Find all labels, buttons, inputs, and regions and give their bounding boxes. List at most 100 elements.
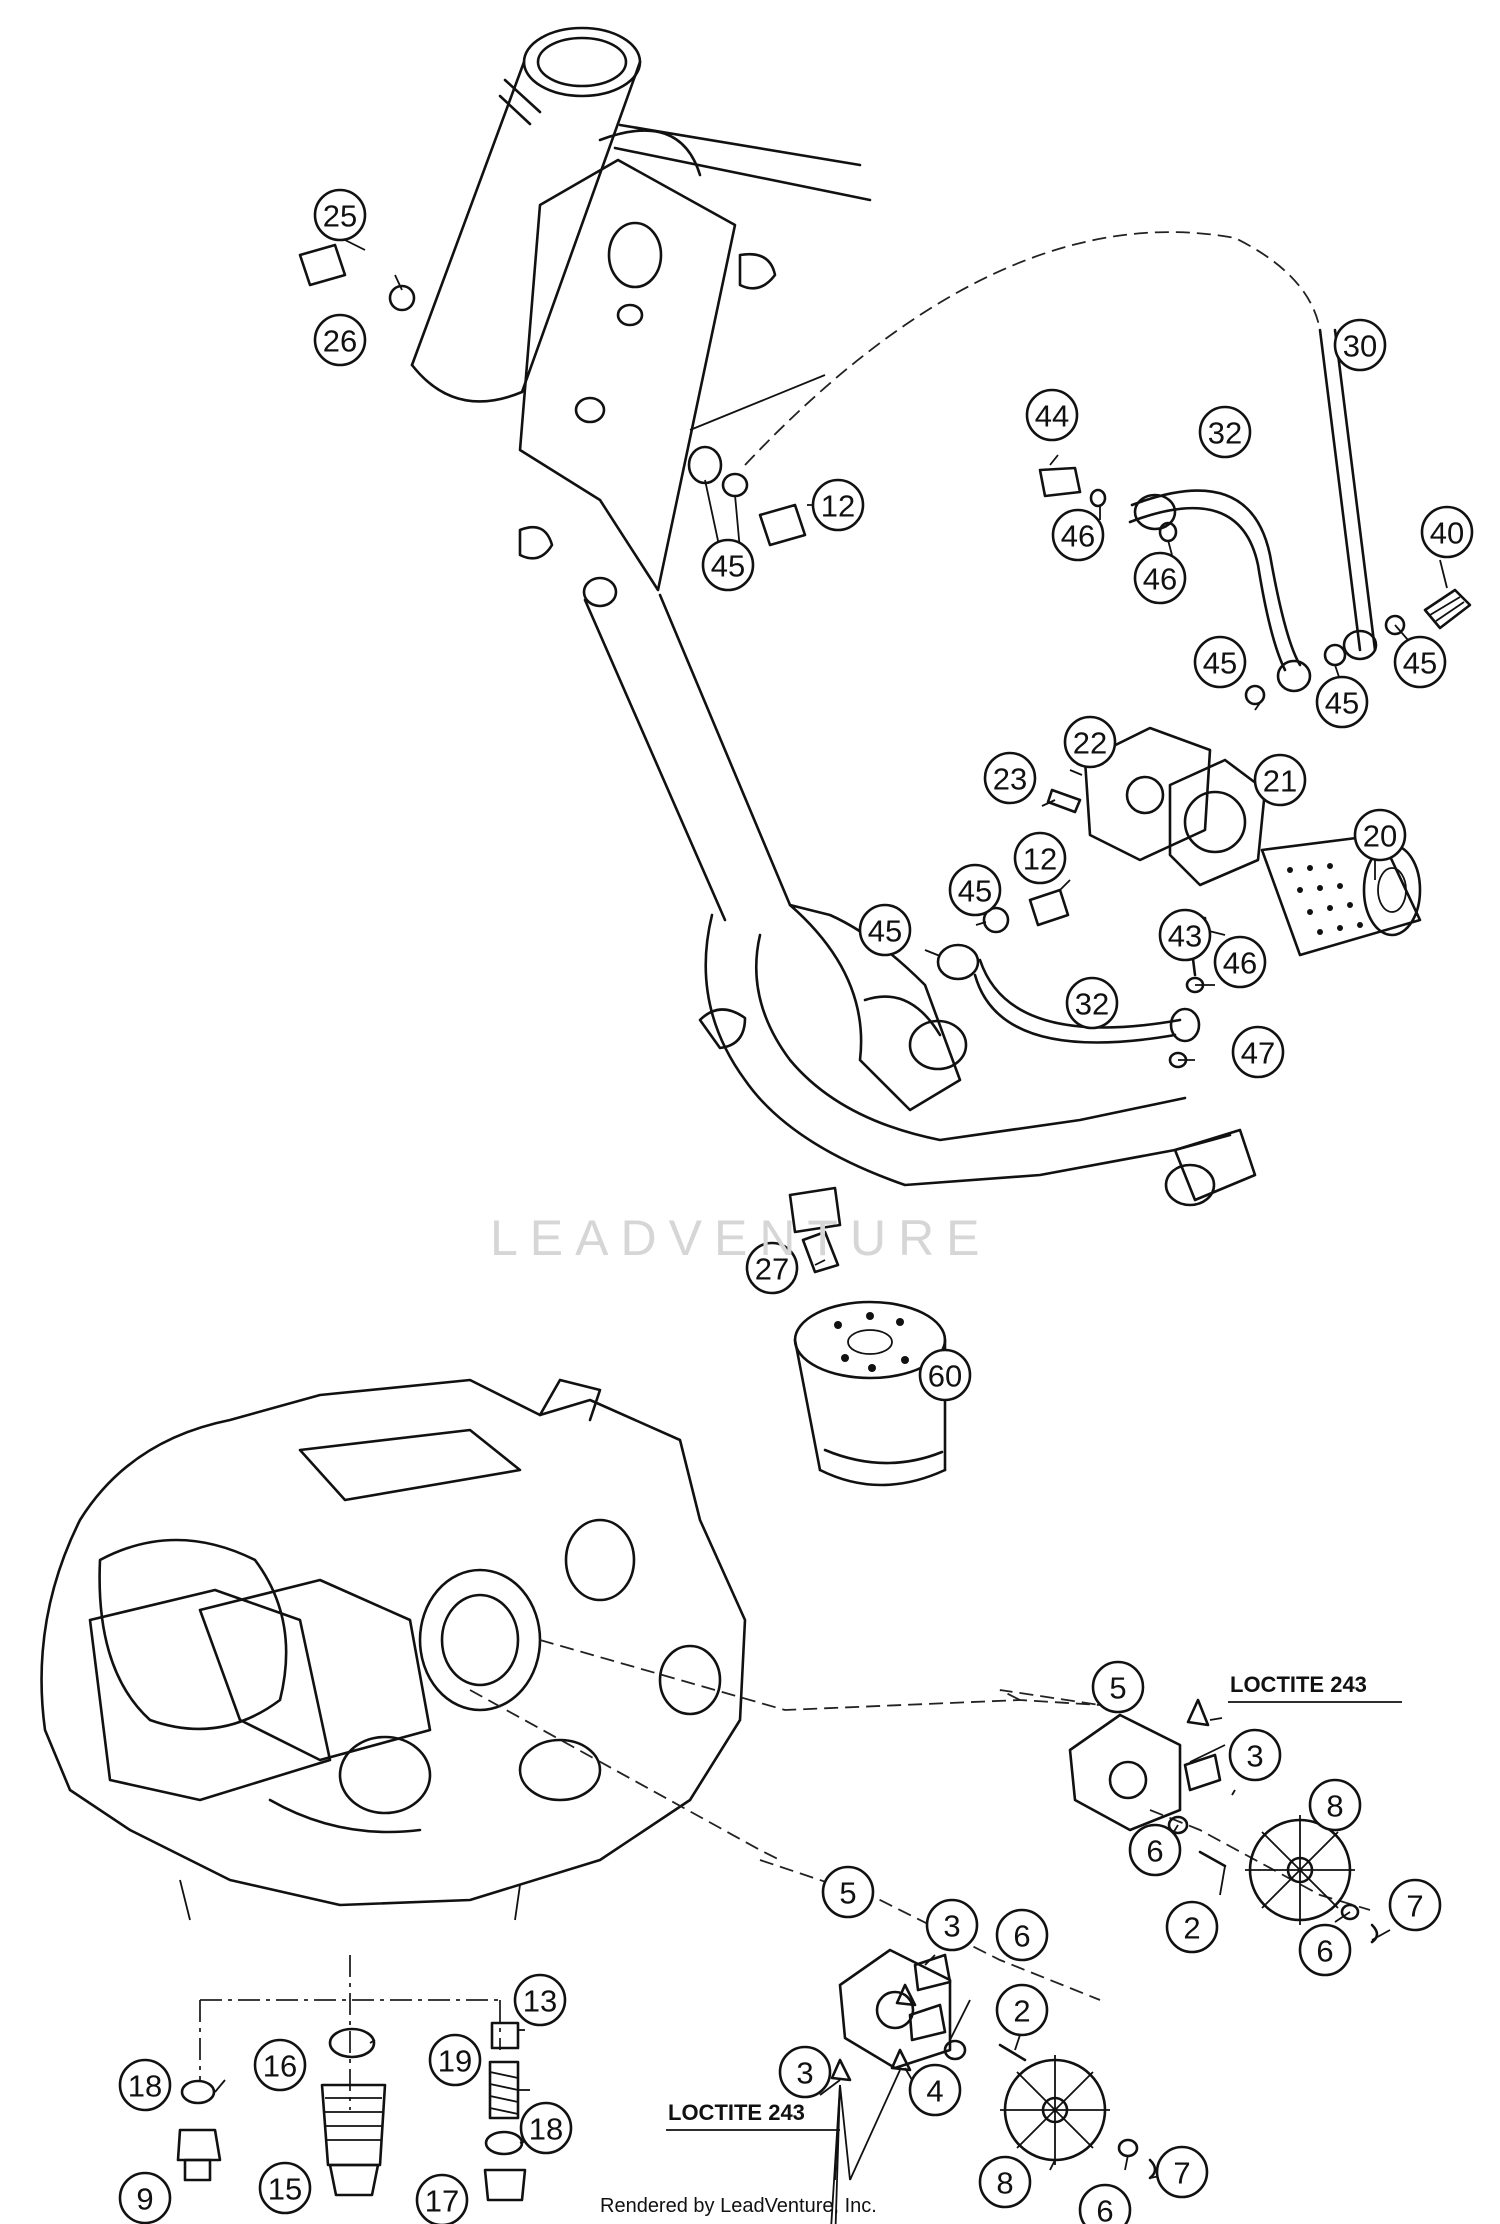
callout-number: 46 — [1223, 946, 1257, 981]
callout-circle — [978, 2155, 1032, 2209]
callout-circle — [701, 538, 755, 592]
callout-circle — [811, 478, 865, 532]
callout-3: 3 — [925, 1898, 979, 1952]
callout-number: 32 — [1208, 416, 1242, 451]
callout-circle — [821, 1865, 875, 1919]
callout-circle — [1315, 675, 1369, 729]
callout-number: 32 — [1075, 987, 1109, 1022]
callout-number: 44 — [1035, 399, 1069, 434]
callout-circle — [983, 751, 1037, 805]
callout-18: 18 — [118, 2058, 172, 2112]
callout-number: 45 — [711, 549, 745, 584]
callout-26: 26 — [313, 313, 367, 367]
line-30-path — [744, 231, 1321, 466]
callout-circle — [1063, 715, 1117, 769]
callout-circle — [1158, 908, 1212, 962]
callout-circle — [1091, 1660, 1145, 1714]
callout-18: 18 — [519, 2101, 573, 2155]
callout-circle — [1198, 405, 1252, 459]
callout-number: 20 — [1363, 819, 1397, 854]
callout-circle — [1298, 1923, 1352, 1977]
callout-number: 3 — [943, 1909, 960, 1944]
callout-number: 60 — [928, 1359, 962, 1394]
upper-right-parts — [298, 243, 1472, 1274]
callout-9: 9 — [118, 2171, 172, 2224]
callout-number: 7 — [1406, 1889, 1423, 1924]
callout-circle — [1051, 508, 1105, 562]
callout-circle — [1333, 318, 1387, 372]
callout-3: 3 — [1228, 1728, 1282, 1782]
callout-number: 5 — [1109, 1671, 1126, 1706]
callout-number: 30 — [1343, 329, 1377, 364]
callout-6: 6 — [1298, 1923, 1352, 1977]
callout-circle — [1231, 1025, 1285, 1079]
callout-circle — [745, 1241, 799, 1295]
callout-17: 17 — [415, 2173, 469, 2224]
callout-number: 17 — [425, 2184, 459, 2219]
callout-circle — [908, 2063, 962, 2117]
callout-number: 12 — [821, 489, 855, 524]
callout-circle — [253, 2038, 307, 2092]
callout-number: 18 — [128, 2069, 162, 2104]
callout-2: 2 — [995, 1983, 1049, 2037]
callout-45: 45 — [948, 863, 1002, 917]
watermark: LEADVENTURE — [490, 1210, 992, 1266]
callout-number: 6 — [1013, 1919, 1030, 1954]
callout-7: 7 — [1388, 1878, 1442, 1932]
callout-45: 45 — [1315, 675, 1369, 729]
callout-number: 46 — [1061, 519, 1095, 554]
callout-13: 13 — [513, 1973, 567, 2027]
callout-circle — [995, 1983, 1049, 2037]
callout-12: 12 — [811, 478, 865, 532]
callout-circle — [513, 1973, 567, 2027]
callout-circle — [1213, 935, 1267, 989]
oil-pumps — [830, 1698, 1379, 2180]
callout-number: 18 — [529, 2112, 563, 2147]
callout-5: 5 — [1091, 1660, 1145, 1714]
callout-circle — [1353, 808, 1407, 862]
callout-circle — [1128, 1823, 1182, 1877]
callout-circle — [1193, 635, 1247, 689]
callout-circle — [918, 1348, 972, 1402]
callout-number: 13 — [523, 1984, 557, 2019]
callout-circle — [1253, 753, 1307, 807]
callout-20: 20 — [1353, 808, 1407, 862]
callout-number: 47 — [1241, 1036, 1275, 1071]
callout-circle — [258, 2161, 312, 2215]
callout-30: 30 — [1333, 318, 1387, 372]
render-credit: Rendered by LeadVenture, Inc. — [600, 2195, 877, 2217]
callout-circle — [1420, 505, 1474, 559]
callout-16: 16 — [253, 2038, 307, 2092]
callout-7: 7 — [1155, 2145, 1209, 2199]
callout-45: 45 — [858, 903, 912, 957]
callout-number: 16 — [263, 2049, 297, 2084]
callout-number: 46 — [1143, 562, 1177, 597]
callout-number: 8 — [996, 2166, 1013, 2201]
callout-21: 21 — [1253, 753, 1307, 807]
callout-circle — [778, 2045, 832, 2099]
callout-number: 15 — [268, 2172, 302, 2207]
callout-32: 32 — [1065, 976, 1119, 1030]
callout-circle — [1155, 2145, 1209, 2199]
callout-circle — [948, 863, 1002, 917]
callout-25: 25 — [313, 188, 367, 242]
callout-6: 6 — [1078, 2183, 1132, 2224]
callout-19: 19 — [428, 2033, 482, 2087]
callout-number: 45 — [1203, 646, 1237, 681]
callout-number: 6 — [1096, 2194, 1113, 2224]
callout-44: 44 — [1025, 388, 1079, 442]
callout-circle — [1065, 976, 1119, 1030]
callout-6: 6 — [995, 1908, 1049, 1962]
callout-circle — [1308, 1778, 1362, 1832]
callout-circle — [118, 2171, 172, 2224]
callout-number: 8 — [1326, 1789, 1343, 1824]
callout-number: 3 — [1246, 1739, 1263, 1774]
callout-number: 45 — [1325, 686, 1359, 721]
loctite-note-bottom: LOCTITE 243 — [668, 2100, 805, 2125]
callout-40: 40 — [1420, 505, 1474, 559]
callout-12: 12 — [1013, 831, 1067, 885]
callout-number: 19 — [438, 2044, 472, 2079]
callout-45: 45 — [1193, 635, 1247, 689]
callout-number: 4 — [926, 2074, 943, 2109]
callout-number: 21 — [1263, 764, 1297, 799]
